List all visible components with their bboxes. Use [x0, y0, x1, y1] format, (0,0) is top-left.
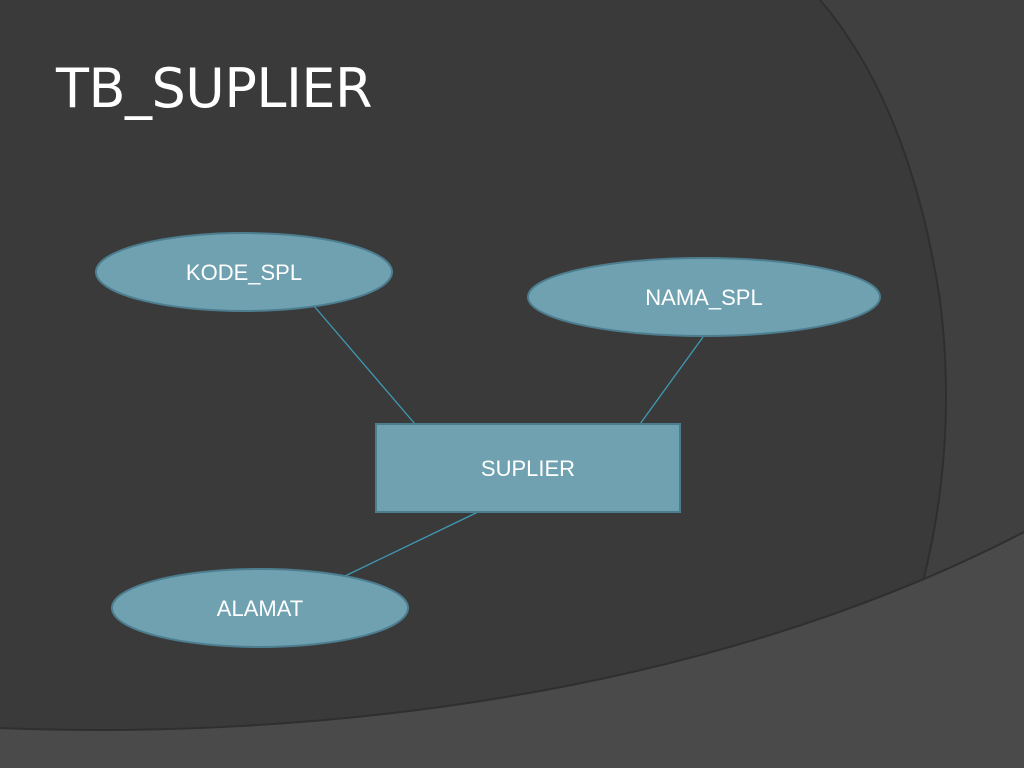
attribute-alamat-label: ALAMAT — [217, 596, 303, 621]
attribute-nama-spl-shape — [527, 257, 881, 337]
slide-title: TB_SUPLIER — [56, 57, 373, 120]
entity-suplier-label: SUPLIER — [481, 456, 575, 481]
attribute-alamat[interactable]: ALAMAT — [111, 568, 409, 648]
attribute-alamat-shape — [111, 568, 409, 648]
entity-suplier[interactable]: SUPLIER — [375, 423, 681, 513]
connector-kode-spl — [313, 305, 416, 425]
attribute-kode-spl[interactable]: KODE_SPL — [95, 232, 393, 312]
entity-suplier-shape — [375, 423, 681, 513]
attribute-kode-spl-label: KODE_SPL — [186, 260, 302, 285]
attribute-nama-spl[interactable]: NAMA_SPL — [527, 257, 881, 337]
background-bottom-swoosh-line — [0, 531, 1024, 731]
connector-nama-spl — [639, 336, 704, 425]
connector-alamat — [344, 511, 479, 577]
attribute-kode-spl-shape — [95, 232, 393, 312]
background-bottom-swoosh — [0, 532, 1024, 768]
attribute-nama-spl-label: NAMA_SPL — [645, 285, 762, 310]
